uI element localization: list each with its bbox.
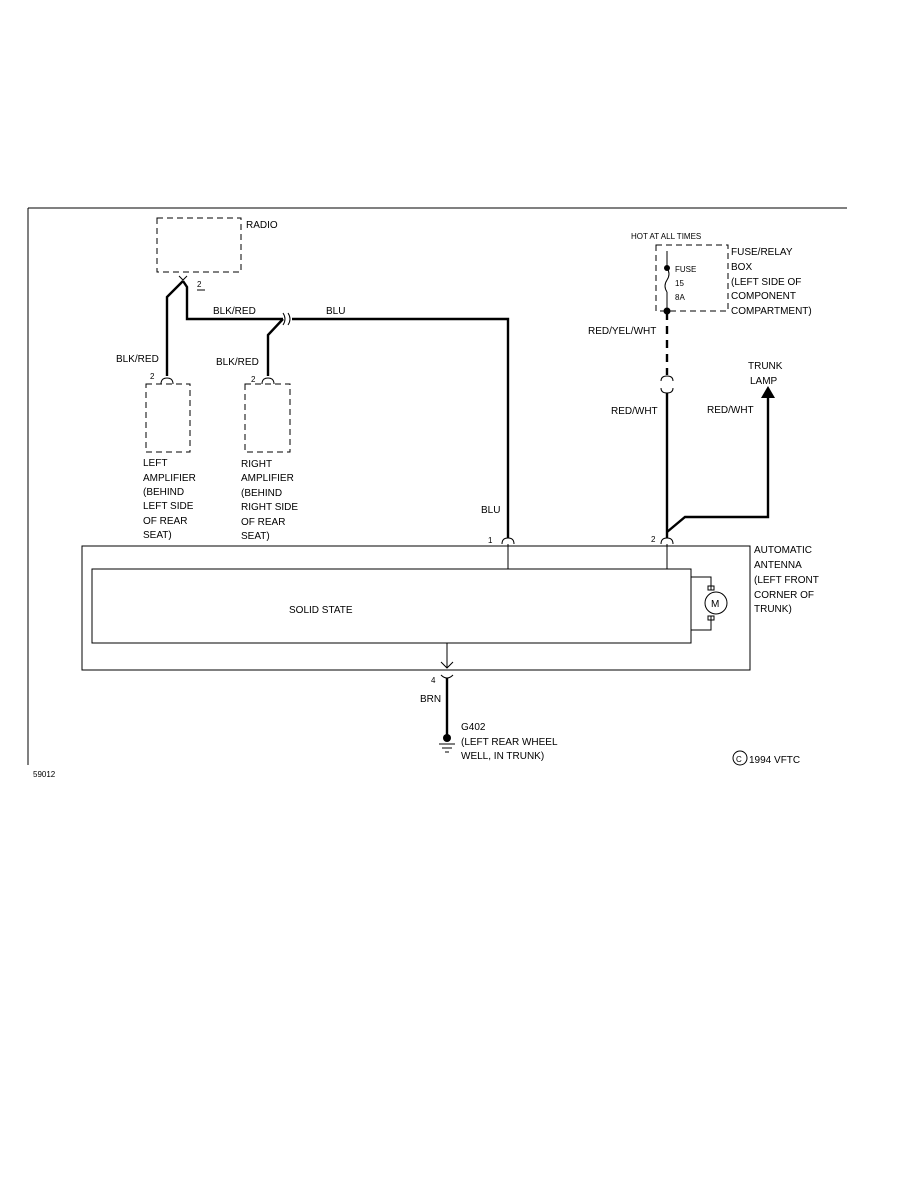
fuse-relay-box-component: HOT AT ALL TIMES FUSE 15 8A FUSE/RELAY B… — [631, 232, 812, 317]
antenna-motor-label: M — [711, 599, 719, 610]
ground-wiring: 4 BRN G402 (LEFT REAR WHEEL WELL, IN TRU… — [420, 674, 558, 762]
right-amplifier-label-line-5: OF REAR — [241, 517, 285, 528]
ground-label-line-1: G402 — [461, 722, 486, 733]
left-amplifier-label-line-3: (BEHIND — [143, 487, 184, 498]
antenna-pin-2-number: 2 — [651, 535, 656, 544]
fuse-box-label-line-1: FUSE/RELAY — [731, 247, 793, 258]
wire-label-red-wht-left: RED/WHT — [611, 406, 658, 417]
left-amplifier-connector-icon — [160, 377, 174, 385]
left-amplifier-label-line-6: SEAT) — [143, 530, 172, 541]
right-amplifier-label-line-2: AMPLIFIER — [241, 473, 294, 484]
diagram-frame — [27, 207, 847, 765]
left-amplifier-label-line-5: OF REAR — [143, 516, 187, 527]
wire-label-red-wht-right: RED/WHT — [707, 405, 754, 416]
solid-state-module-label: SOLID STATE — [289, 605, 353, 616]
fuse-box-label-line-4: COMPONENT — [731, 291, 796, 302]
wire-label-blu-top: BLU — [326, 306, 345, 317]
antenna-pin-2-connector-icon — [660, 537, 674, 545]
fuse-box-label-line-3: (LEFT SIDE OF — [731, 277, 801, 288]
radio-label: RADIO — [246, 220, 278, 231]
right-amplifier-label-line-1: RIGHT — [241, 459, 272, 470]
right-amplifier-label-line-4: RIGHT SIDE — [241, 502, 298, 513]
fuse-wire-connector-icon — [660, 375, 674, 394]
fuse-junction-dot-top — [664, 265, 670, 271]
inline-connector-icon — [282, 312, 291, 326]
fuse-icon — [664, 267, 670, 293]
copyright-text: 1994 VFTC — [749, 755, 800, 766]
right-amplifier-component: 2 RIGHT AMPLIFIER (BEHIND RIGHT SIDE OF … — [241, 375, 298, 542]
right-amplifier-label-line-3: (BEHIND — [241, 488, 282, 499]
left-amplifier-label-line-2: AMPLIFIER — [143, 473, 196, 484]
wire-label-blk-red-right: BLK/RED — [216, 357, 259, 368]
left-amplifier-label-line-4: LEFT SIDE — [143, 501, 194, 512]
ground-symbol-icon — [439, 743, 455, 753]
antenna-motor-icon — [704, 591, 728, 615]
antenna-pin-1-number: 1 — [488, 536, 493, 545]
trunk-lamp-arrow-icon — [761, 386, 775, 398]
antenna-ground-arrow-icon — [440, 661, 454, 669]
radio-pin-number: 2 — [197, 280, 202, 289]
wire-label-brn: BRN — [420, 694, 441, 705]
antenna-label-line-4: CORNER OF — [754, 590, 814, 601]
antenna-pin-1-connector-icon — [501, 537, 515, 545]
trunk-lamp-label-line-2: LAMP — [750, 376, 778, 387]
right-amplifier-label-line-6: SEAT) — [241, 531, 270, 542]
antenna-pin-4-number: 4 — [431, 676, 436, 685]
copyright-symbol: C — [736, 755, 742, 764]
antenna-pin-4-connector-icon — [440, 674, 454, 679]
ground-junction-dot — [443, 734, 451, 742]
radio-connector-icon — [178, 275, 188, 281]
ground-label-line-2: (LEFT REAR WHEEL — [461, 737, 558, 748]
copyright-notice: C 1994 VFTC — [732, 750, 800, 766]
automatic-antenna-component: SOLID STATE 1 2 M AUTOMATIC ANTENNA (LEF… — [81, 535, 819, 671]
radio-wiring — [165, 280, 510, 538]
left-amplifier-component: 2 LEFT AMPLIFIER (BEHIND LEFT SIDE OF RE… — [143, 372, 196, 541]
radio-component: RADIO 2 — [156, 217, 278, 291]
fuse-label: FUSE — [675, 265, 696, 274]
antenna-label-line-3: (LEFT FRONT — [754, 575, 819, 586]
wire-label-blu-lower: BLU — [481, 505, 500, 516]
fuse-number: 15 — [675, 279, 684, 288]
right-amplifier-connector-icon — [261, 377, 275, 385]
wire-label-red-yel-wht: RED/YEL/WHT — [588, 326, 656, 337]
wire-label-blk-red-left: BLK/RED — [116, 354, 159, 365]
wire-label-blk-red-top: BLK/RED — [213, 306, 256, 317]
left-amplifier-label-line-1: LEFT — [143, 458, 167, 469]
trunk-lamp-label-line-1: TRUNK — [748, 361, 783, 372]
fuse-box-label-line-5: COMPARTMENT) — [731, 306, 812, 317]
antenna-label-line-5: TRUNK) — [754, 604, 792, 615]
right-amplifier-pin-number: 2 — [251, 375, 256, 384]
copyright-circle-icon — [732, 750, 748, 766]
antenna-label-line-2: ANTENNA — [754, 560, 802, 571]
fuse-junction-dot-bottom — [663, 307, 671, 315]
left-amplifier-pin-number: 2 — [150, 372, 155, 381]
hot-at-all-times-label: HOT AT ALL TIMES — [631, 232, 701, 241]
fuse-box-label-line-2: BOX — [731, 262, 752, 273]
antenna-label-line-1: AUTOMATIC — [754, 545, 812, 556]
fuse-to-antenna-wiring — [660, 312, 775, 538]
figure-id: 59012 — [33, 770, 56, 779]
ground-label-line-3: WELL, IN TRUNK) — [461, 751, 544, 762]
fuse-rating: 8A — [675, 293, 685, 302]
